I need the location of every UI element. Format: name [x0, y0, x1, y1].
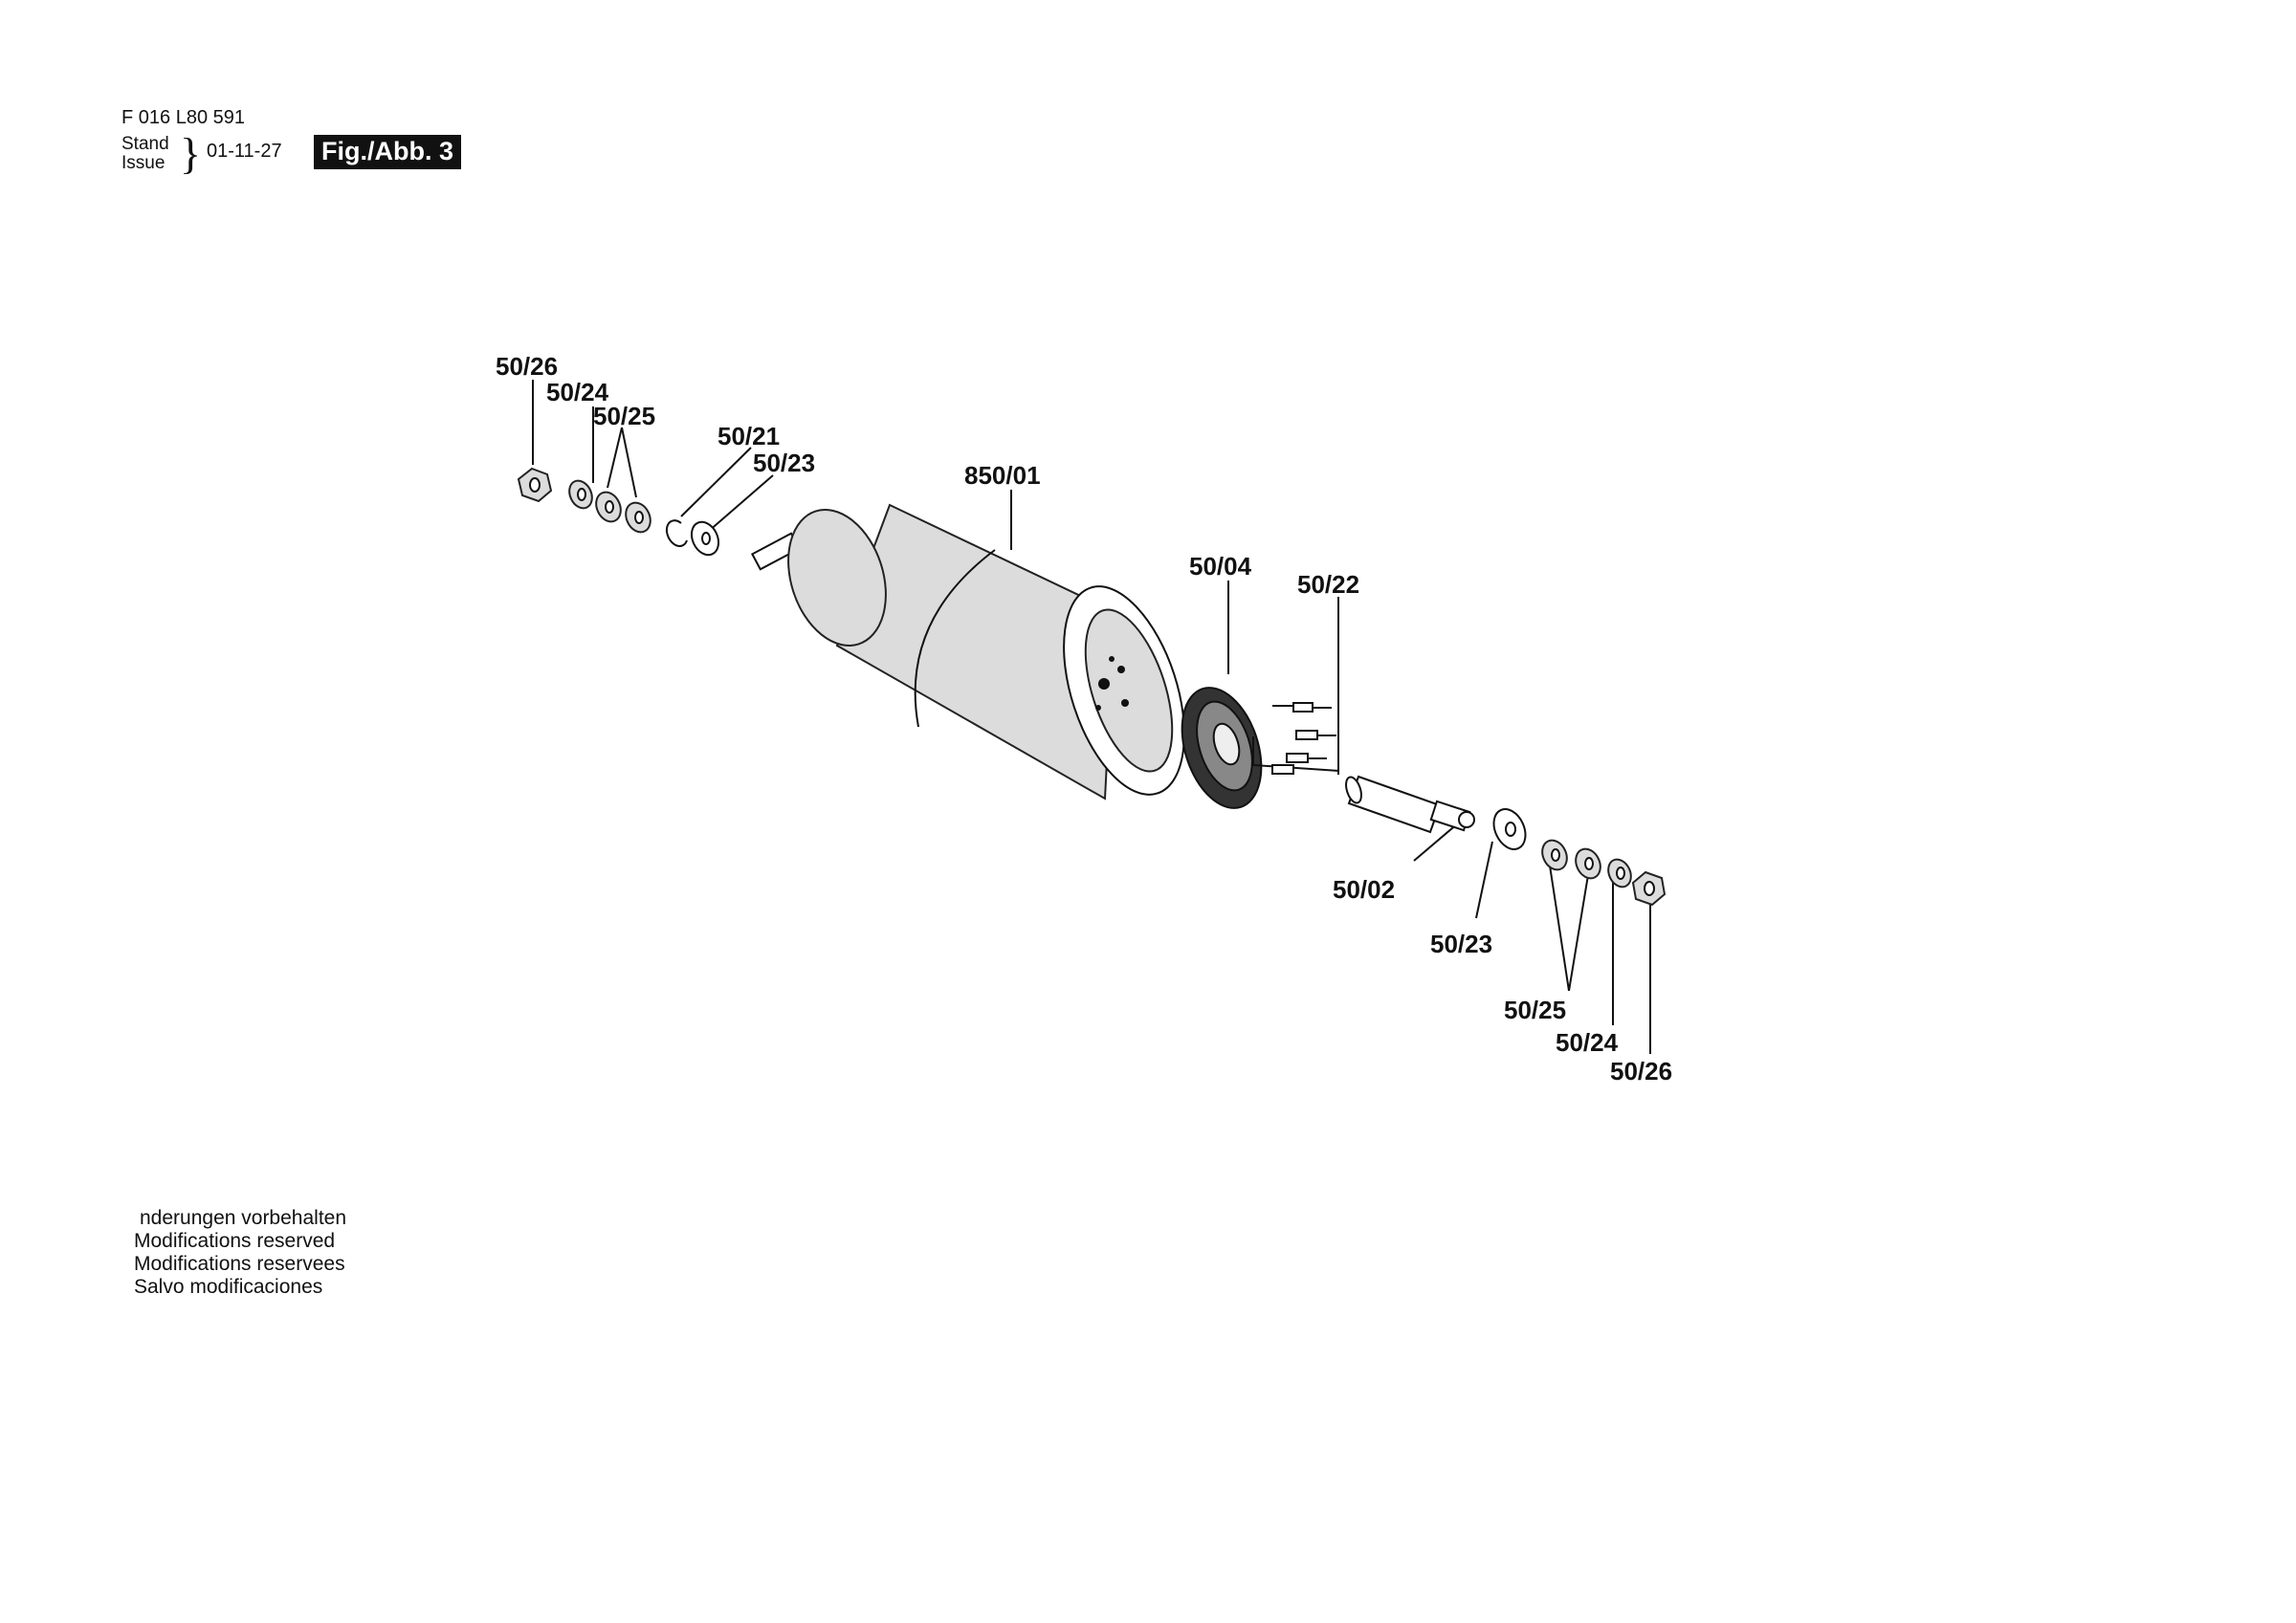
label-50-25-right: 50/25: [1504, 996, 1566, 1024]
label-50-22: 50/22: [1297, 570, 1359, 599]
label-50-24-left: 50/24: [546, 378, 609, 406]
figure-label: Fig./Abb. 3: [314, 135, 461, 169]
note-english: Modifications reserved: [134, 1230, 336, 1252]
label-50-26-left: 50/26: [496, 352, 558, 381]
lock-washer-right: [1607, 858, 1632, 888]
washer-left: [690, 520, 720, 557]
stand-label: Stand: [121, 134, 169, 154]
label-50-23-left: 50/23: [753, 449, 815, 477]
leader-lines: [532, 380, 1651, 1054]
label-50-26-right: 50/26: [1610, 1057, 1672, 1086]
motor-shaft-right: [1345, 775, 1475, 834]
note-spanish: Salvo modificaciones: [134, 1276, 323, 1298]
part-number: F 016 L80 591: [121, 107, 245, 128]
modification-notes: nderungen vorbehalten Modifications rese…: [134, 1207, 346, 1299]
hex-nut-left: [517, 467, 553, 503]
note-french: Modifications reservees: [134, 1253, 345, 1275]
label-50-04: 50/04: [1189, 552, 1252, 581]
label-850-01: 850/01: [964, 461, 1041, 490]
label-50-24-right: 50/24: [1556, 1028, 1619, 1057]
hex-nut-right: [1631, 870, 1667, 907]
spring-washers-right: [1541, 839, 1601, 880]
label-50-02: 50/02: [1333, 875, 1395, 904]
issue-label: Issue: [121, 153, 166, 173]
spring-washers-left: [595, 491, 651, 534]
label-50-25-left: 50/25: [593, 402, 655, 430]
motor-cylinder: [787, 503, 1185, 801]
issue-date: 01-11-27: [207, 141, 282, 162]
lock-washer-left: [568, 479, 593, 510]
screws: [1252, 702, 1340, 775]
fan-wheel: [1181, 687, 1263, 809]
washer-right: [1492, 808, 1527, 850]
retaining-ring: [665, 519, 688, 547]
label-50-23-right: 50/23: [1430, 930, 1492, 958]
label-50-21: 50/21: [718, 422, 780, 450]
stand-issue-brace: }: [180, 129, 202, 178]
position-labels: 50/26 50/24 50/25 50/21 50/23 850/01 50/…: [496, 352, 1672, 1086]
note-german: nderungen vorbehalten: [140, 1207, 347, 1229]
